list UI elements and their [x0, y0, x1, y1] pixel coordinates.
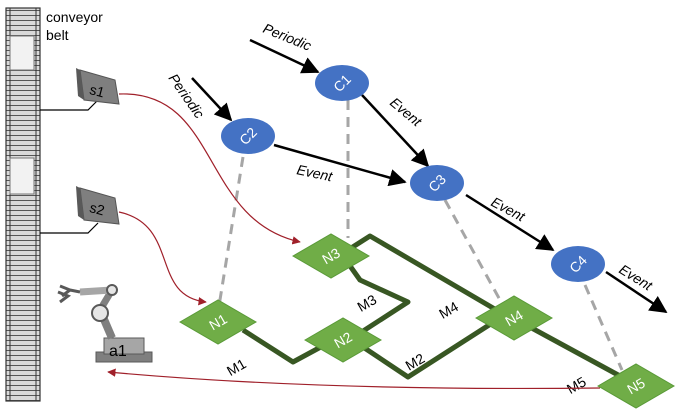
node-n2: N2 [304, 317, 382, 363]
link-m5-label: M5 [564, 373, 589, 397]
periodic-arrow-c2 [191, 77, 233, 122]
node-n4: N4 [475, 295, 553, 341]
node-n3: N3 [292, 233, 370, 279]
mapping-lines [217, 100, 624, 371]
event-arrow-c1-c3 [361, 94, 430, 168]
node-n2-label: N2 [331, 328, 355, 351]
event-label-c2-c3: Event [295, 161, 334, 184]
link-m4 [346, 233, 512, 321]
node-n5: N5 [597, 363, 675, 409]
flow-s1-to-n3 [118, 93, 301, 245]
periodic-label-c2: Periodic [166, 71, 208, 122]
link-m4-label: M4 [436, 298, 461, 322]
conveyor-label-line1: conveyor [46, 9, 103, 25]
controller-c2: C2 [221, 118, 275, 154]
conveyor-label-line2: belt [46, 27, 69, 43]
link-m1 [241, 327, 332, 365]
node-n3-label: N3 [319, 244, 343, 267]
controller-c1: C1 [315, 65, 369, 101]
sensor-s2-label: s2 [88, 199, 107, 218]
link-m1-label: M1 [224, 355, 249, 379]
event-label-c4-out: Event [616, 261, 656, 294]
controller-c4: C4 [551, 246, 605, 282]
conveyor-belt [5, 7, 41, 402]
mapping-c4-n5 [583, 284, 624, 371]
conveyor-item [9, 35, 35, 71]
conveyor-item [9, 157, 35, 195]
sensor-s1: s1 [76, 68, 120, 105]
sensor-s2-wire [40, 222, 99, 234]
node-n4-label: N4 [502, 306, 526, 329]
node-n1-label: N1 [206, 310, 230, 333]
link-m5 [526, 323, 622, 379]
link-m2-label: M2 [403, 350, 428, 374]
node-n1: N1 [179, 299, 257, 345]
mapping-c3-n4 [443, 199, 502, 301]
controller-c3: C3 [410, 165, 464, 201]
link-m3-label: M3 [354, 291, 379, 315]
event-label-c3-c4: Event [489, 194, 529, 225]
periodic-arrow-c1 [249, 38, 320, 74]
event-label-c1-c3: Event [387, 94, 426, 130]
event-arrow-c3-c4 [465, 193, 555, 252]
event-arrow-c2-c3 [273, 143, 407, 187]
flow-n5-to-a1 [107, 368, 601, 390]
network-links [241, 233, 622, 380]
trigger-arrows [191, 38, 668, 314]
sensor-s1-wire [40, 99, 99, 111]
robot-arm-icon [57, 284, 153, 363]
link-m3 [340, 254, 411, 338]
sensor-s1-label: s1 [88, 81, 107, 100]
link-m2 [355, 315, 502, 380]
sensor-s2: s2 [76, 186, 120, 225]
flow-s2-to-n1 [118, 211, 207, 306]
event-arrow-c4-out [605, 270, 668, 314]
node-n5-label: N5 [624, 374, 648, 397]
mapping-c2-n1 [217, 156, 245, 307]
actuator-a1-label: a1 [109, 343, 127, 360]
